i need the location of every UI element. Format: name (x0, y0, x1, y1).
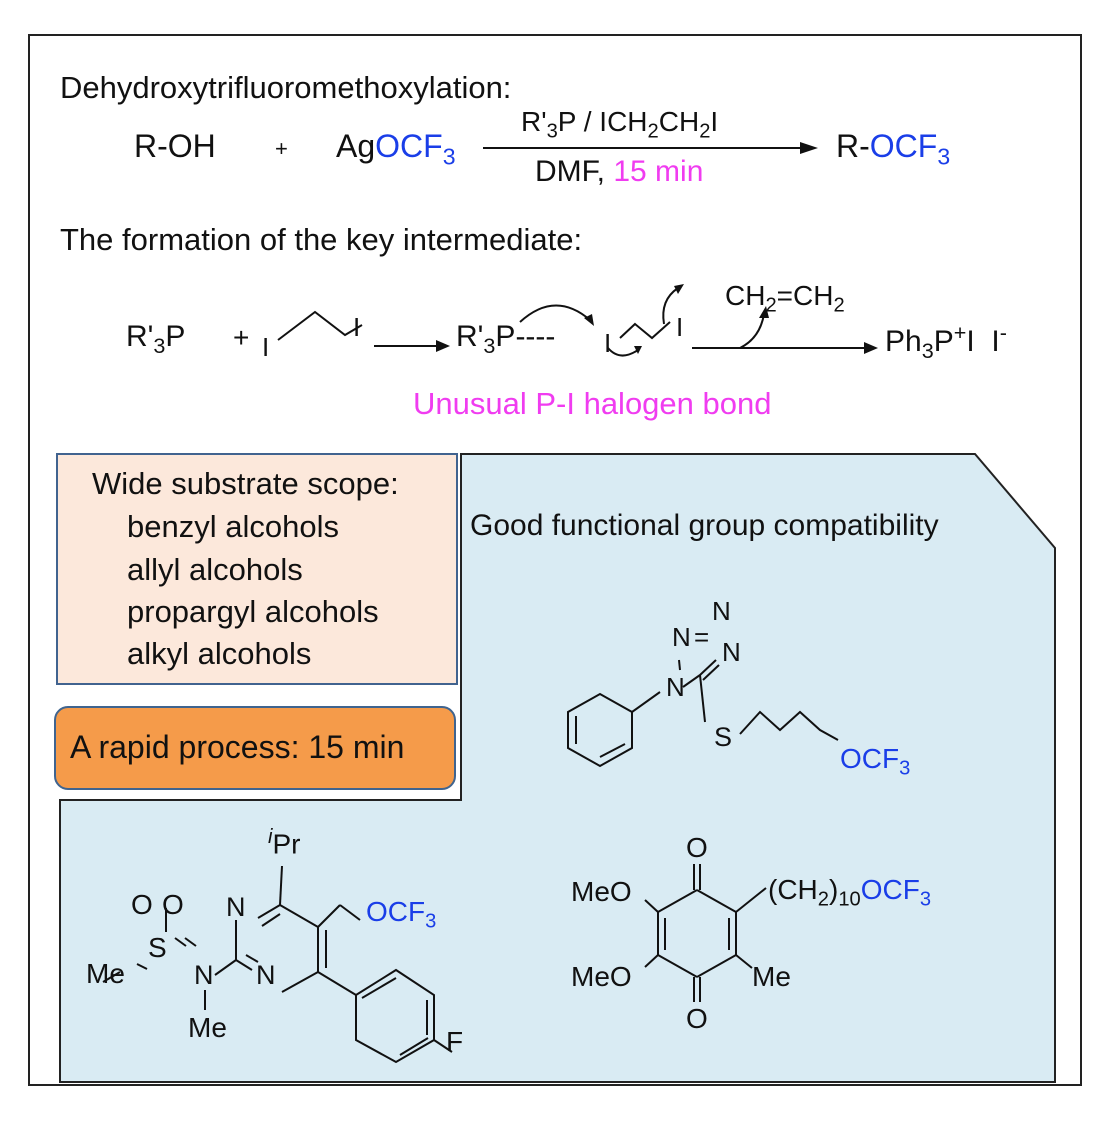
compat-panel-shape (59, 453, 1056, 1083)
thioether-s: S (714, 722, 733, 752)
tetrazole-n1: N (672, 622, 691, 652)
molecule-tetrazole (567, 659, 839, 768)
rapid-process-box (54, 706, 456, 790)
scope-item: alkyl alcohols (127, 636, 312, 671)
ethylene-byproduct: CH2=CH2 (725, 280, 845, 317)
diiodoethane-bonds (277, 310, 363, 341)
scope-item: benzyl alcohols (127, 509, 339, 544)
amine-n: N (194, 960, 214, 990)
quinone-o-top: O (686, 832, 708, 863)
intermediate-iodo-left: I (604, 328, 612, 358)
sulfonyl-o2: O (162, 889, 184, 920)
curved-arrowhead-2 (634, 346, 642, 354)
methyl-s: Me (86, 958, 125, 989)
pyrimidine-n-top: N (226, 892, 246, 922)
tetrazole-ocf3: OCF3 (840, 743, 911, 780)
plus-sign-2: + (233, 322, 250, 353)
pyrimidine-ocf3: OCF3 (366, 896, 437, 933)
quinone-methyl: Me (752, 961, 791, 992)
rapid-process-label: A rapid process: 15 min (70, 729, 405, 765)
scope-heading: Wide substrate scope: (92, 466, 399, 501)
intermediate-bonds (619, 321, 671, 340)
iodo-right: I (353, 312, 361, 342)
methoxy-2: MeO (571, 961, 632, 992)
conditions-top: R'3P / ICH2CH2I (521, 106, 719, 143)
curved-arrow-bond (607, 347, 639, 357)
phosphonium-product: Ph3P+I I- (885, 320, 1007, 363)
tetrazole-n3: N (722, 637, 741, 667)
figure-frame (28, 34, 1082, 1086)
curved-arrow-elimination (662, 287, 679, 325)
plus-sign: + (275, 136, 288, 161)
curved-arrowhead-3 (674, 284, 684, 294)
reagent-agocf3: AgOCF3 (336, 128, 456, 170)
halogen-bond-annotation: Unusual P-I halogen bond (413, 386, 772, 421)
molecule-pyrimidine (102, 865, 453, 1064)
reaction-arrowhead-2 (436, 340, 450, 352)
molecule-quinone (644, 864, 767, 1002)
decyl-ocf3-chain: (CH2)10OCF3 (768, 874, 932, 911)
pyrimidine-n-bottom: N (256, 960, 276, 990)
product-rocf3: R-OCF3 (836, 128, 951, 170)
phosphine-reactant: R'3P (126, 320, 186, 358)
sulfonyl-s: S (148, 932, 167, 963)
scope-item: propargyl alcohols (127, 594, 379, 629)
curved-arrowhead-1 (584, 314, 594, 326)
reaction-arrowhead-1 (800, 142, 818, 154)
methoxy-1: MeO (571, 876, 632, 907)
iodo-left: I (262, 332, 270, 362)
substrate-scope-box (56, 453, 458, 685)
conditions-bottom: DMF, 15 min (535, 155, 704, 188)
isopropyl-label: iPr (268, 826, 301, 860)
tetrazole-n4: N (666, 672, 685, 702)
phosphine-intermediate: R'3P---- (456, 320, 556, 358)
sulfonyl-o1: O (131, 889, 153, 920)
tetrazole-eq: = (694, 622, 710, 652)
ethylene-arrowhead (759, 306, 769, 318)
quinone-o-bottom: O (686, 1003, 708, 1034)
methyl-n: Me (188, 1012, 227, 1043)
curved-arrow-p-to-i (519, 304, 591, 323)
scope-item: allyl alcohols (127, 552, 303, 587)
compat-heading: Good functional group compatibility (470, 509, 939, 542)
section1-title: Dehydroxytrifluoromethoxylation: (60, 70, 512, 105)
fluoro-label: F (446, 1026, 464, 1057)
section2-title: The formation of the key intermediate: (60, 222, 583, 257)
reactant-alcohol: R-OH (134, 128, 216, 164)
reaction-arrowhead-3 (864, 342, 878, 354)
intermediate-iodo-right: I (676, 312, 684, 342)
ethylene-release-arrow (739, 313, 765, 349)
tetrazole-n2: N (712, 596, 731, 626)
